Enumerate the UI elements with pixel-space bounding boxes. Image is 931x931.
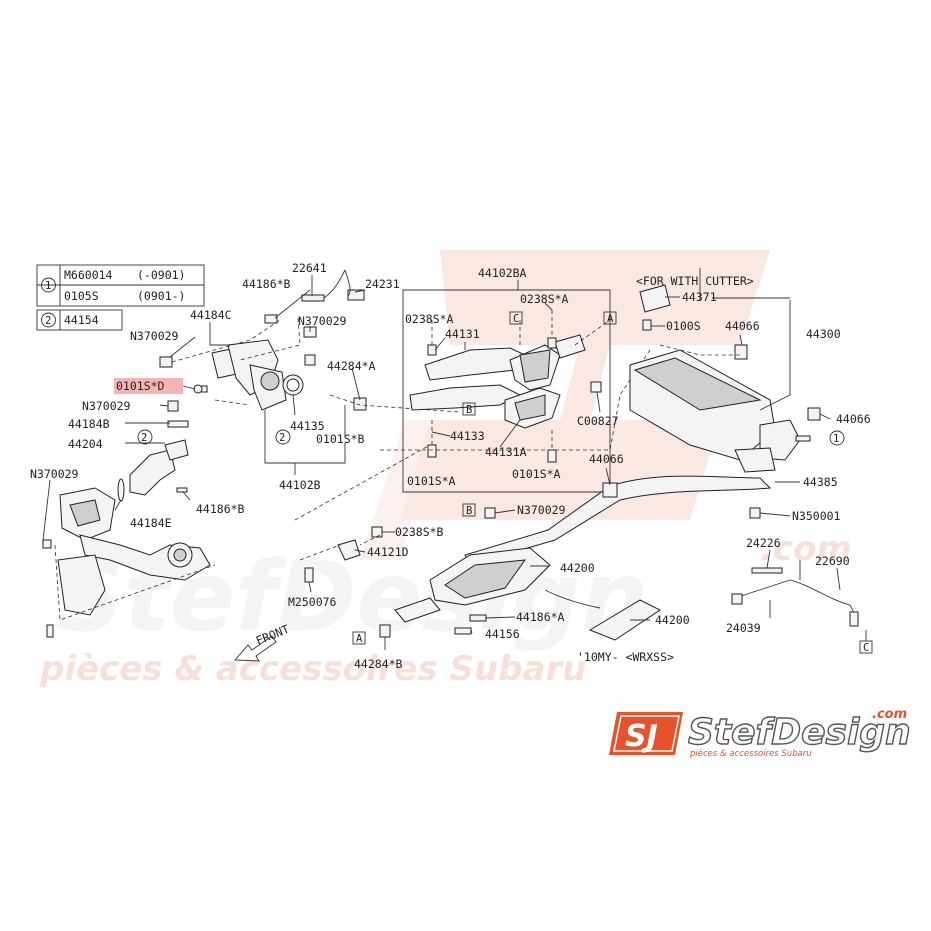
label-44186b-mid: 44186*B	[196, 502, 245, 516]
label-n370029-left2: N370029	[82, 399, 131, 413]
label-44184b: 44184B	[68, 417, 110, 431]
label-44131: 44131	[445, 327, 480, 341]
label-0101s-a-left: 0101S*A	[407, 474, 456, 488]
label-0101s-d: 0101S*D	[116, 379, 165, 393]
label-0100s: 0100S	[666, 319, 701, 333]
label-44135: 44135	[290, 419, 325, 433]
label-44204: 44204	[68, 437, 103, 451]
legend-circle-2: 2	[45, 315, 51, 327]
legend-range-a: (-0901)	[137, 268, 185, 282]
ref-box-b-lower: B	[466, 505, 472, 517]
label-0101s-b: 0101S*B	[316, 432, 365, 446]
label-0238s-a-left: 0238S*A	[405, 312, 454, 326]
label-44133: 44133	[450, 429, 485, 443]
legend-circle-1: 1	[45, 280, 51, 292]
legend-part-b: 0105S	[64, 289, 99, 303]
label-44184c: 44184C	[190, 308, 232, 322]
label-44066-top: 44066	[725, 319, 760, 333]
label-c00827: C00827	[577, 414, 619, 428]
label-24039: 24039	[726, 621, 761, 635]
watermark-tagline: pièces & accessoires Subaru	[39, 649, 586, 689]
ref-box-c-right: C	[863, 642, 869, 654]
label-44371: 44371	[682, 290, 717, 304]
ref-box-a-lower: A	[356, 633, 363, 645]
logo-mark: SJ	[625, 719, 658, 754]
label-44186b-top: 44186*B	[242, 277, 291, 291]
center-pipe-group	[294, 280, 651, 521]
label-for-with-cutter: <FOR WITH CUTTER>	[636, 274, 754, 288]
label-n370029-left3: N370029	[30, 467, 79, 481]
label-22690: 22690	[815, 554, 850, 568]
ref-box-c-top: C	[513, 313, 519, 325]
label-44102ba: 44102BA	[478, 266, 527, 280]
rear-muffler: 1	[464, 268, 845, 566]
logo-tagline: pièces & accessoires Subaru	[689, 748, 812, 759]
label-44066-right: 44066	[836, 412, 871, 426]
label-44200-a: 44200	[560, 561, 595, 575]
label-10my-wrxss: '10MY- <WRXSS>	[577, 650, 674, 664]
label-44184e: 44184E	[130, 516, 172, 530]
label-0238s-a-right: 0238S*A	[520, 292, 569, 306]
part-labels: 22641 24231 44186*B N370029 44184C N3700…	[30, 261, 871, 671]
sensor-group	[731, 560, 859, 627]
logo-domain: .com	[872, 707, 907, 722]
label-22641: 22641	[292, 261, 327, 275]
brand-logo: SJ StefDesign .com pièces & accessoires …	[609, 707, 911, 759]
label-n370029-left1: N370029	[130, 329, 179, 343]
legend-range-b: (0901-)	[137, 289, 185, 303]
leader-lines	[114, 275, 867, 650]
label-n370029-top: N370029	[298, 314, 347, 328]
legend-part-c: 44154	[64, 313, 99, 327]
highlight-box	[114, 378, 183, 394]
label-44385: 44385	[803, 475, 838, 489]
label-44066-mid: 44066	[589, 452, 624, 466]
circle-label-2-left: 2	[141, 432, 147, 444]
watermark: StefDesign pièces & accessoires Subaru .…	[39, 250, 852, 689]
label-44131a: 44131A	[485, 445, 527, 459]
label-m250076: M250076	[288, 595, 337, 609]
label-44284b: 44284*B	[354, 657, 403, 671]
logo-mark-bg	[609, 712, 683, 755]
label-24231: 24231	[365, 277, 400, 291]
legend-table: 1 M660014 (-0901) 0105S (0901-) 2 44154	[36, 264, 205, 331]
label-44102b: 44102B	[279, 478, 321, 492]
label-n350001: N350001	[792, 509, 841, 523]
watermark-domain: .com	[760, 529, 852, 569]
logo-wordmark: StefDesign	[688, 712, 911, 753]
label-0101s-a-right: 0101S*A	[512, 467, 561, 481]
label-44300: 44300	[806, 327, 841, 341]
label-44156: 44156	[485, 627, 520, 641]
label-24226: 24226	[746, 536, 781, 550]
label-n370029-b: N370029	[517, 503, 566, 517]
circle-label-1: 1	[833, 433, 839, 445]
center-muffler	[299, 507, 661, 641]
front-parts: 2 2	[42, 269, 461, 638]
label-0238s-b: 0238S*B	[395, 525, 444, 539]
ref-box-b-center: B	[466, 404, 472, 416]
label-44284a: 44284*A	[327, 359, 376, 373]
ref-box-a-top: A	[607, 313, 614, 325]
label-44186a: 44186*A	[516, 610, 565, 624]
label-44121d: 44121D	[367, 545, 409, 559]
label-44200-b: 44200	[655, 613, 690, 627]
reference-boxes: C A B B A C	[352, 311, 873, 654]
legend-part-a: M660014	[64, 268, 113, 282]
circle-label-2-center: 2	[279, 432, 285, 444]
